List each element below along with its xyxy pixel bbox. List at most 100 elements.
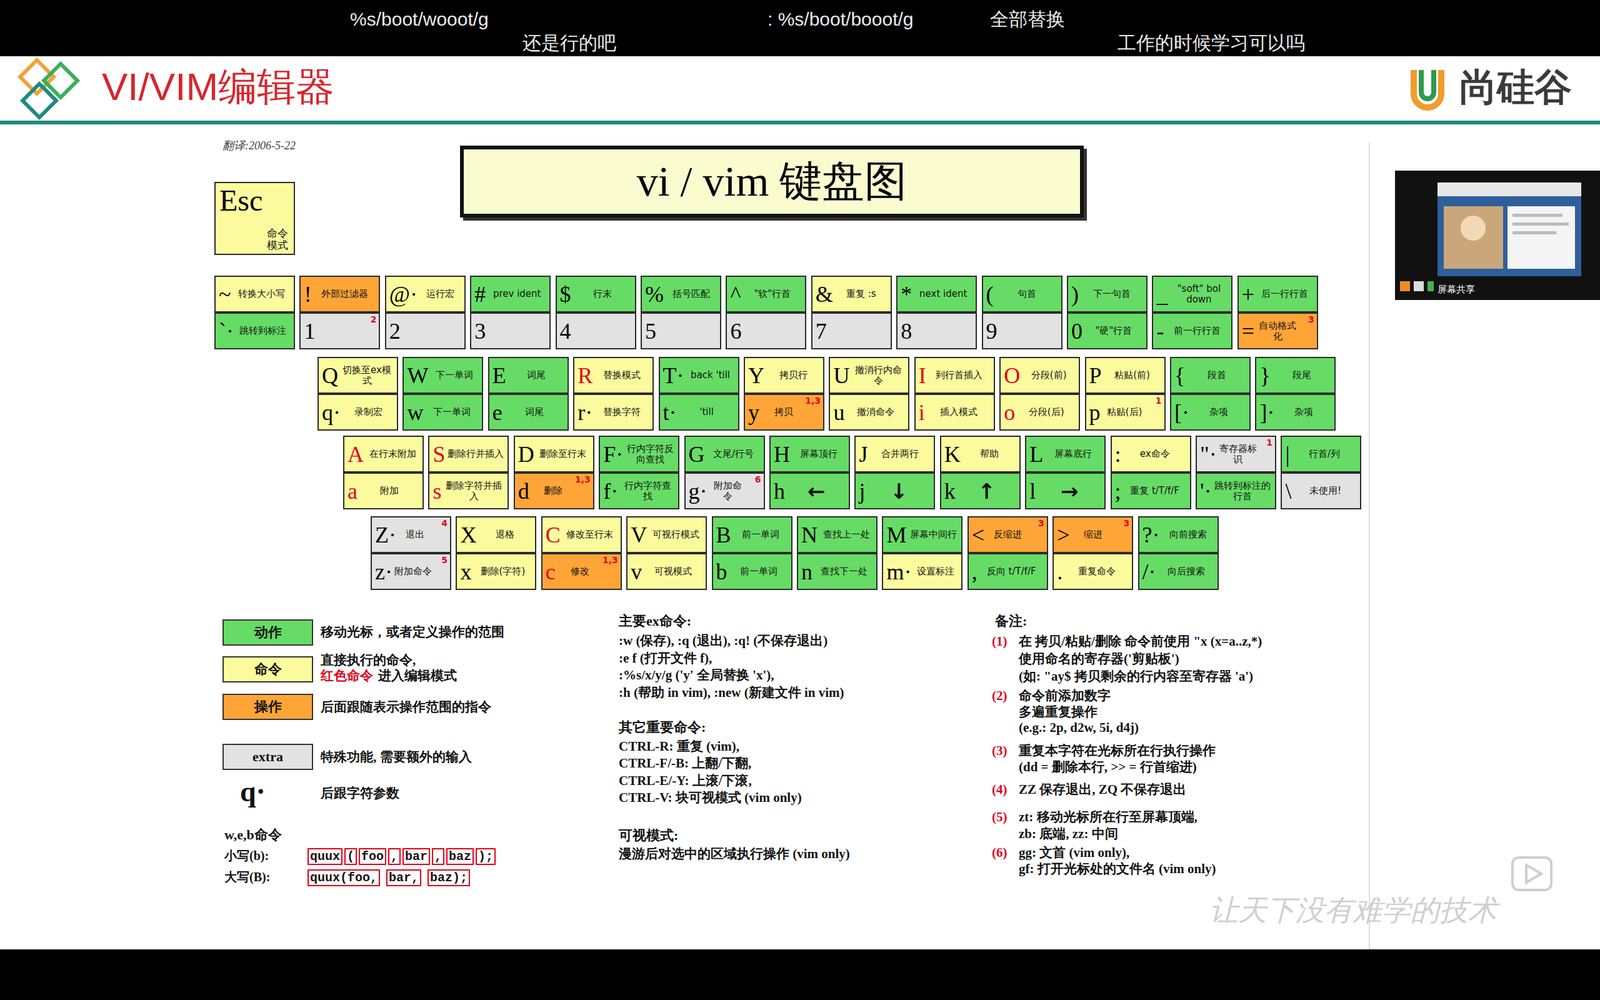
key-half: ?·向前搜索 xyxy=(1138,516,1219,554)
key-char: r· xyxy=(577,401,593,424)
key-description: 'till xyxy=(676,406,735,418)
key-char: g· xyxy=(688,480,708,503)
key-description: 删除行并插入 xyxy=(445,448,505,460)
note-text: :h (帮助 in vim), :new (新建文件 in vim) xyxy=(618,684,845,701)
key-char: 2 xyxy=(389,320,401,343)
key-description: 修改至行末 xyxy=(560,529,618,540)
key-char: N xyxy=(801,523,818,547)
key-char: I xyxy=(918,364,927,387)
thumb-line xyxy=(1512,213,1563,217)
key-half: `·跳转到标注 xyxy=(214,312,295,350)
key-half: D删除至行末 xyxy=(513,435,595,473)
key-half: $行末 xyxy=(555,275,637,313)
key-char: y xyxy=(748,401,760,424)
code-segment: ); xyxy=(475,848,496,865)
subtitle: : %s/boot/booot/g xyxy=(767,7,914,32)
key-half: 12 xyxy=(299,312,380,350)
thumb-face xyxy=(1460,215,1486,241)
key-char: ~ xyxy=(218,283,231,306)
key-char: K xyxy=(944,443,961,466)
key-description: 前一单词 xyxy=(727,566,789,577)
key-char: 9 xyxy=(986,320,998,343)
key-description: 分段(前) xyxy=(1020,370,1076,381)
key-char: `· xyxy=(218,320,234,343)
key-char: 1 xyxy=(303,320,315,343)
key-half: ;重复 t/T/f/F xyxy=(1110,472,1192,510)
key-char: Esc xyxy=(219,185,290,216)
key-half: U撤消行内命令 xyxy=(828,356,910,394)
key-half: i插入模式 xyxy=(914,393,995,431)
key-char: M xyxy=(886,523,907,547)
key-description: 设置标注 xyxy=(911,566,959,577)
key-half: n查找下一处 xyxy=(796,553,878,590)
code-segment: foo xyxy=(358,848,387,865)
key-description: 转换大小写 xyxy=(230,288,291,300)
note-number: 4 xyxy=(441,518,448,529)
key-half: A在行末附加 xyxy=(343,435,424,473)
legend-text: 直接执行的命令, xyxy=(320,651,416,669)
key-char: ! xyxy=(303,283,312,306)
note-text: 小写(b): xyxy=(224,848,269,864)
note-text: 尚硅谷 xyxy=(1459,63,1572,111)
thumb-line xyxy=(1512,222,1569,226)
key-half: B前一单词 xyxy=(711,516,793,554)
callout-number: (2) xyxy=(991,687,1008,704)
key-char: @· xyxy=(389,283,418,306)
key-half: h← xyxy=(769,472,850,510)
key-char: S xyxy=(432,443,445,466)
key-half: Q切换至ex模式 xyxy=(317,356,399,394)
thumb-line xyxy=(1512,231,1557,235)
key-description: 下一单词 xyxy=(423,406,479,418)
key-half: )下一句首 xyxy=(1066,275,1148,313)
note-text: 备注: xyxy=(995,612,1027,630)
key-char: 5 xyxy=(645,320,657,343)
key-char: z· xyxy=(375,560,393,584)
key-description: 词尾 xyxy=(506,370,565,381)
diamond xyxy=(22,83,57,118)
key-char: . xyxy=(1056,560,1063,584)
callout-number: (1) xyxy=(991,633,1008,650)
legend-text: 特殊功能, 需要额外的输入 xyxy=(320,748,472,765)
note-number: 1,3 xyxy=(575,474,591,485)
key-char: 4 xyxy=(560,320,572,343)
code-segment: bar, xyxy=(386,869,422,887)
note-text: :%s/x/y/g ('y' 全局替换 'x'), xyxy=(618,666,775,684)
key-description: ↑ xyxy=(955,480,1017,502)
key-description: 屏幕顶行 xyxy=(790,448,846,460)
key-half: 4 xyxy=(555,312,637,350)
key-description: 删除 xyxy=(529,485,576,497)
key-half: J合并两行 xyxy=(854,435,935,473)
code-segment: ( xyxy=(344,848,357,865)
thumb-icon xyxy=(1400,281,1410,292)
key-description: 替换字符 xyxy=(592,406,650,418)
key-char: $ xyxy=(560,283,572,306)
key-description: 重复命令 xyxy=(1062,566,1129,577)
key-half: y拷贝1,3 xyxy=(743,393,825,431)
note-text: 其它重要命令: xyxy=(618,718,706,737)
key-half: I到行首插入 xyxy=(914,356,995,394)
key-half: W下一单词 xyxy=(402,356,484,394)
key-char: j xyxy=(858,480,865,503)
key-half: 6 xyxy=(725,312,807,350)
key-description: 前一行行首 xyxy=(1163,325,1229,337)
key-half: z·附加命令5 xyxy=(370,553,452,590)
key-char: v xyxy=(630,560,642,584)
key-half: =自动格式化3 xyxy=(1237,312,1319,350)
key-description: 向前搜索 xyxy=(1160,529,1215,540)
note-text: CTRL-E/-Y: 上滚/下滚, xyxy=(618,772,752,789)
key-description: ← xyxy=(785,480,846,502)
key-description: 附加 xyxy=(357,485,420,497)
note-text: ZZ 保存退出, ZQ 不保存退出 xyxy=(1018,781,1187,798)
key-half: e词尾 xyxy=(488,393,569,431)
key-char: % xyxy=(645,283,664,306)
note-number: 5 xyxy=(441,555,448,565)
chart-title: vi / vim 键盘图 xyxy=(636,153,908,210)
note-number: 1,3 xyxy=(805,395,821,406)
note-number: 6 xyxy=(755,474,762,485)
note-text: (e.g.: 2p, d2w, 5i, d4j) xyxy=(1018,719,1139,736)
key-char: + xyxy=(1241,283,1255,306)
legend-text: 移动光标，或者定义操作的范围 xyxy=(320,623,505,640)
key-half: +后一行行首 xyxy=(1237,275,1319,313)
key-char: } xyxy=(1259,364,1270,387)
key-char: H xyxy=(773,443,790,466)
